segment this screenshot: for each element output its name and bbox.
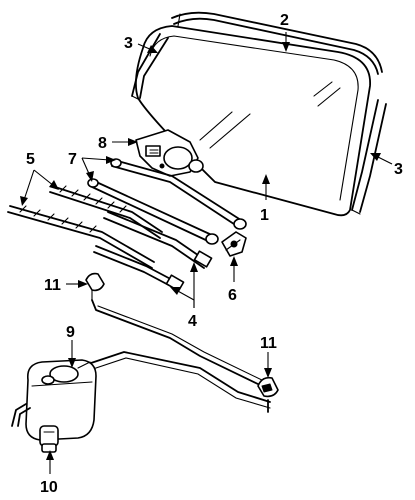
callout-6: 6 [228,287,237,304]
wiper-blade-upper [49,185,163,239]
callout-11-right: 11 [260,335,277,352]
callout-10: 10 [40,479,58,496]
side-molding-left [131,33,169,101]
callout-4: 4 [188,313,197,330]
wiper-arm-upper [103,211,213,269]
leader-lines [20,32,393,474]
callout-3-left: 3 [124,35,133,52]
washer-pump [39,425,59,453]
side-molding-right [351,99,387,215]
callout-3-right: 3 [394,161,403,178]
washer-reservoir [11,359,97,441]
callout-9: 9 [66,324,75,341]
callout-7: 7 [68,151,77,168]
callout-8: 8 [98,135,107,152]
windshield-glass [134,25,371,217]
callout-11-left: 11 [44,277,61,294]
washer-nozzle-right [257,376,279,398]
callout-1: 1 [260,207,269,224]
washer-nozzle-left [85,272,105,301]
wiper-arm-lower [93,245,185,292]
washer-hose [81,299,271,413]
callout-2: 2 [280,12,289,29]
wiper-pivot [221,231,247,257]
wiper-linkage [87,158,247,245]
wiper-blade-lower [7,205,155,269]
callout-5: 5 [26,151,35,168]
wiper-motor [135,129,204,177]
upper-windshield-molding [171,11,383,75]
